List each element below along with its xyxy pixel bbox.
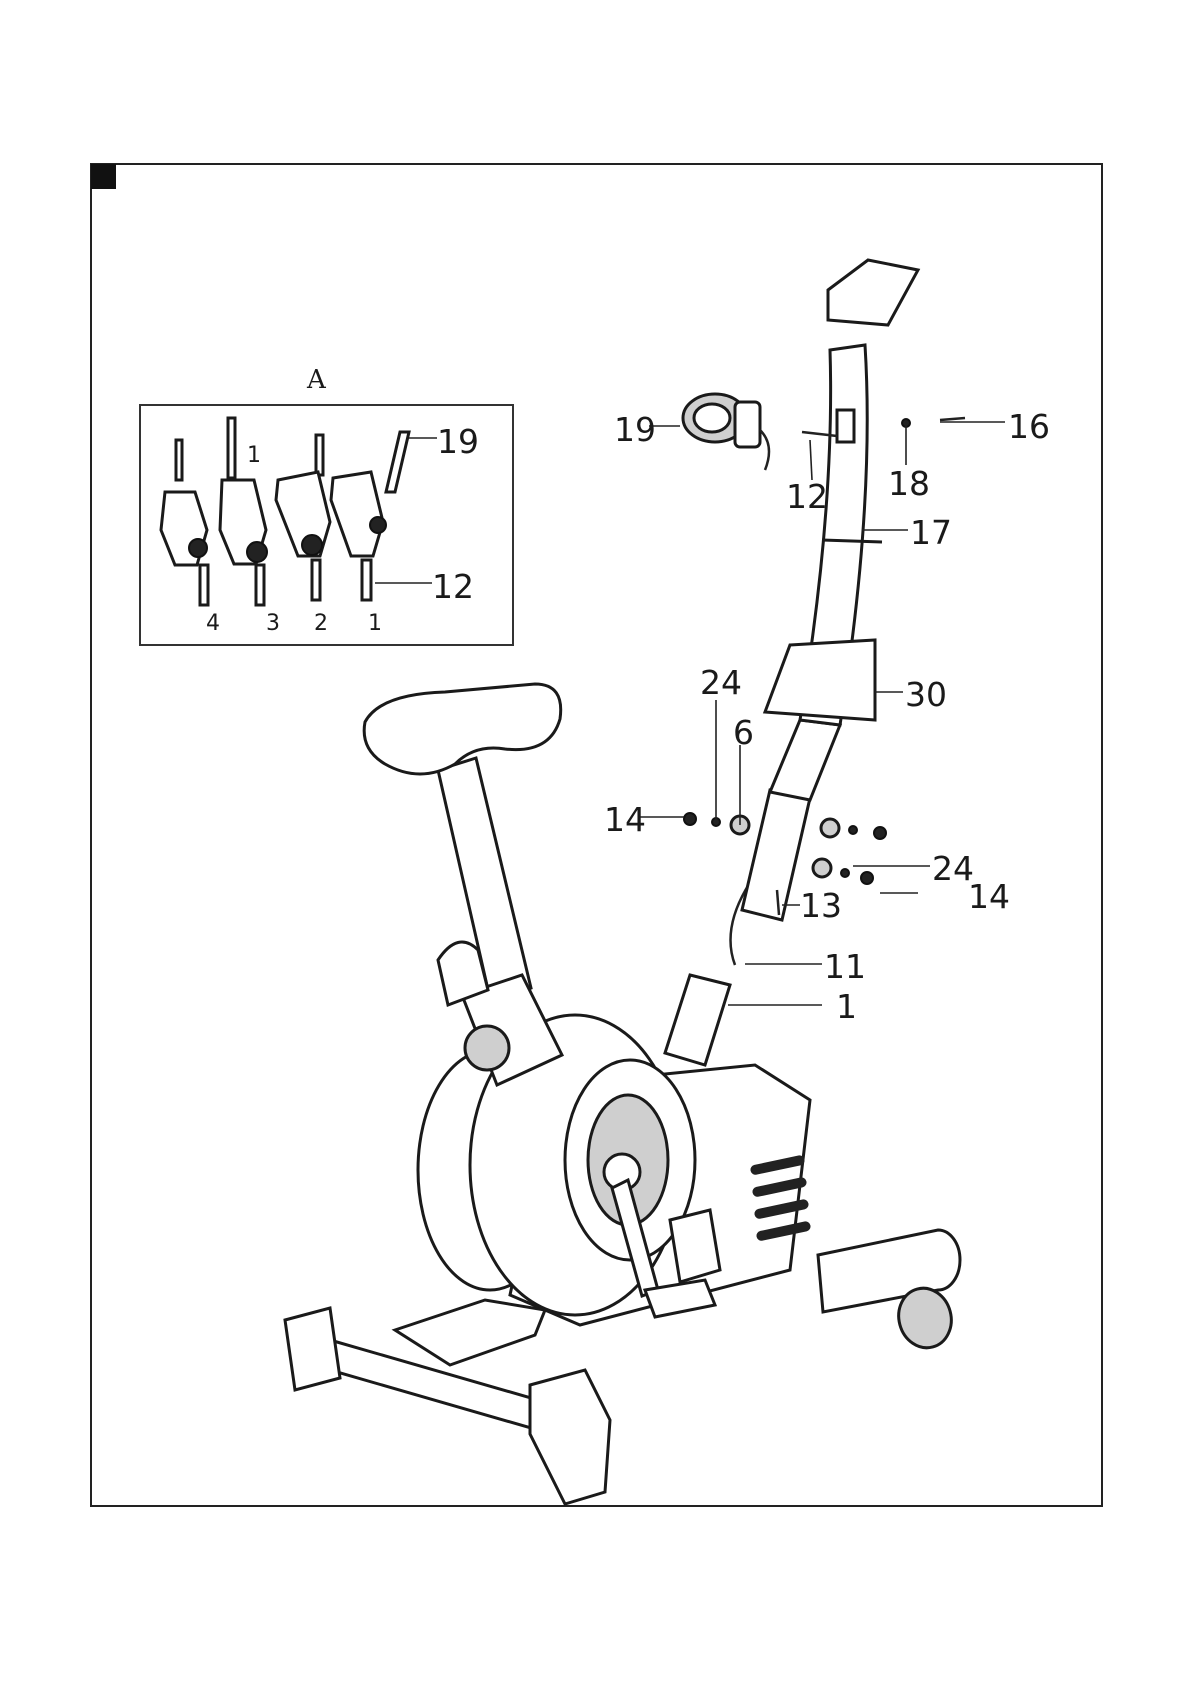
callout-30: 30 (905, 675, 947, 714)
seat-post (438, 758, 562, 1085)
detail-marker-1: 1 (247, 443, 261, 468)
position-label-1: 1 (368, 611, 382, 636)
bolt-16 (940, 418, 965, 420)
callout-1: 1 (836, 987, 857, 1026)
callout-14-left: 14 (604, 800, 646, 839)
callout-19: 19 (614, 410, 656, 449)
connector-stage-1 (331, 432, 409, 600)
base-plate (395, 1300, 545, 1365)
rear-stabilizer (818, 1230, 960, 1354)
step-marker-square (91, 164, 116, 189)
detail-label-12: 12 (432, 567, 474, 606)
detail-inset-a: A 19 12 1 (140, 365, 513, 645)
callout-6: 6 (733, 713, 754, 752)
connector-stage-2 (276, 435, 330, 600)
lower-tube-1 (665, 975, 730, 1065)
callout-16: 16 (1008, 407, 1050, 446)
callout-12: 12 (786, 477, 828, 516)
callout-11: 11 (824, 947, 866, 986)
position-label-3: 3 (266, 611, 280, 636)
saddle (364, 684, 561, 774)
callout-18: 18 (888, 464, 930, 503)
callout-14-right: 14 (968, 877, 1010, 916)
position-label-4: 4 (206, 611, 220, 636)
position-label-2: 2 (314, 611, 328, 636)
bracket-12 (837, 410, 854, 442)
connector-stage-4 (161, 440, 208, 605)
callout-17: 17 (910, 513, 952, 552)
detail-title: A (306, 365, 327, 395)
handlebar-post (742, 345, 882, 920)
callout-13: 13 (800, 886, 842, 925)
washer-18 (902, 419, 910, 427)
detail-label-19: 19 (437, 422, 479, 461)
callout-24-top: 24 (700, 663, 742, 702)
shroud-30 (765, 640, 875, 720)
console-plate (828, 260, 918, 325)
console-19 (683, 394, 769, 470)
